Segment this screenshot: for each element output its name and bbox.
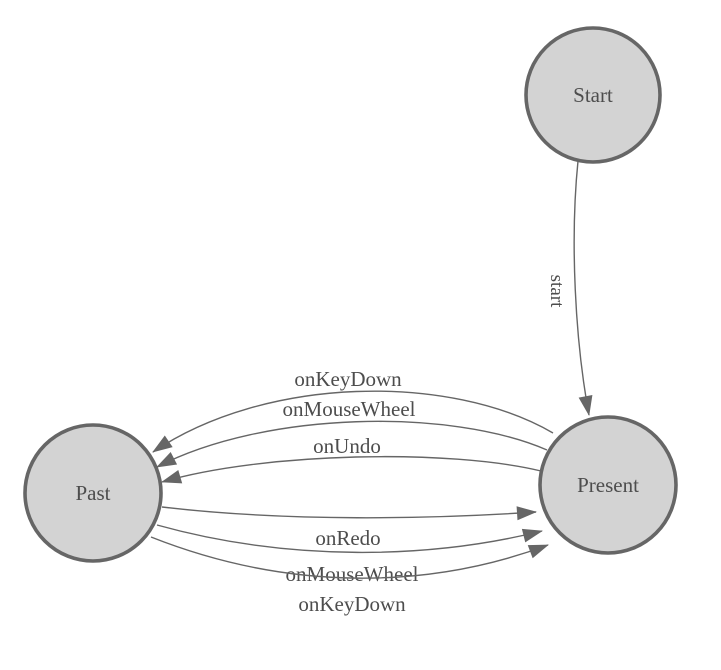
edge-present-to-past-onmousewheel: onMouseWheel: [156, 397, 548, 468]
node-label-present: Present: [577, 473, 639, 497]
edge-past-to-present-onmousewheel: onMouseWheel: [156, 524, 543, 586]
edge-path-onkeydown-bottom: [150, 536, 549, 579]
state-node-start: Start: [524, 26, 662, 164]
edge-path-start: [573, 160, 593, 416]
edge-path-onredo: [161, 506, 537, 521]
edge-path-onkeydown-top: [152, 390, 554, 453]
edge-label-onkeydown-bottom: onKeyDown: [298, 592, 406, 616]
edge-label-onredo: onRedo: [315, 526, 380, 550]
edge-start-to-present: start: [546, 160, 593, 416]
node-circle-present: [538, 415, 678, 555]
edge-past-to-present-onredo: onRedo: [161, 506, 537, 550]
edge-label-onundo: onUndo: [313, 434, 381, 458]
edge-path-onmousewheel-top: [156, 420, 548, 468]
node-label-start: Start: [573, 83, 613, 107]
edge-present-to-past-onkeydown: onKeyDown: [152, 367, 554, 453]
edge-present-to-past-onundo: onUndo: [161, 434, 542, 484]
state-node-present: Present: [538, 415, 678, 555]
node-label-past: Past: [75, 481, 110, 505]
edge-label-start: start: [546, 275, 567, 308]
edge-label-onkeydown-top: onKeyDown: [294, 367, 402, 391]
edge-path-onmousewheel-bottom: [156, 524, 543, 554]
node-circle-past: [23, 423, 163, 563]
edge-label-onmousewheel-top: onMouseWheel: [283, 397, 416, 421]
edge-path-onundo: [161, 455, 542, 484]
node-circle-start: [524, 26, 662, 164]
edge-past-to-present-onkeydown: onKeyDown: [150, 536, 549, 616]
state-node-past: Past: [23, 423, 163, 563]
edge-label-onmousewheel-bottom: onMouseWheel: [286, 562, 419, 586]
